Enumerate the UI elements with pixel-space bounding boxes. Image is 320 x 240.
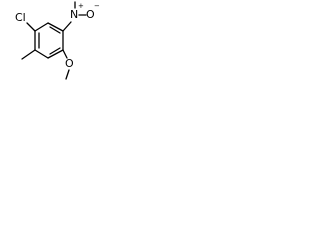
methoxy-oxygen-label: O	[65, 57, 74, 70]
ring-bond-c1-c2	[34, 22, 49, 32]
ring-double-bond-inner-bottom	[49, 47, 61, 55]
bond-to-methyl	[21, 49, 36, 60]
benzene-ring	[34, 22, 64, 59]
nitro-charge-minus: −	[94, 2, 100, 10]
nitro-charge-plus: +	[78, 2, 84, 10]
bond-to-nitro	[62, 21, 72, 32]
bond-to-chlorine	[26, 22, 36, 32]
ring-double-bond-inner-top	[49, 26, 61, 34]
ring-bond-c4-c5	[47, 49, 64, 59]
chlorine-label: Cl	[15, 11, 26, 24]
chemical-structure: Cl N + O − O	[15, 1, 100, 80]
nitro-oxygen-label: O	[86, 8, 95, 21]
ring-bond-c2-c3	[47, 22, 64, 32]
bond-to-methoxy-oxygen	[62, 49, 68, 59]
nitro-nitrogen-label: N	[70, 8, 78, 21]
ring-bond-c5-c6	[34, 49, 49, 59]
bond-methoxy-methyl	[65, 69, 70, 80]
